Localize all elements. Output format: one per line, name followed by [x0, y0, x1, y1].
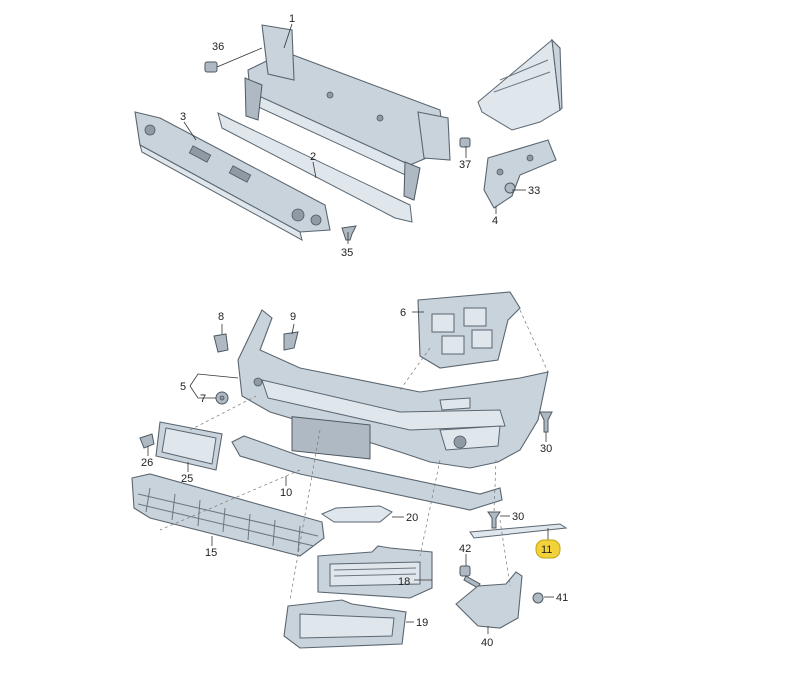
frame-19-part — [283, 599, 407, 649]
leader-lines — [147, 23, 554, 634]
trim-strip-11-part — [469, 523, 568, 539]
bolt-37-part — [459, 137, 471, 148]
molding-20-part — [320, 505, 393, 523]
license-plate-holder-part — [155, 421, 223, 471]
highlighted-callout-11: 11 — [535, 539, 561, 559]
reinforcement-beam-part — [244, 24, 451, 201]
clip-26-part — [139, 433, 155, 449]
callout-2: 2 — [310, 151, 316, 163]
fog-frame-18-part — [317, 545, 433, 599]
nut-41-part — [532, 592, 544, 604]
part-7 — [215, 391, 229, 405]
assembly-guide-lines — [159, 309, 549, 601]
callout-3: 3 — [180, 111, 186, 123]
lower-grille-part — [131, 473, 325, 557]
callout-30-upper: 30 — [540, 443, 552, 455]
callout-11: 11 — [541, 544, 552, 556]
callout-1: 1 — [289, 13, 295, 25]
bolt-30-lower-part — [487, 511, 501, 529]
part-9 — [283, 331, 299, 351]
strip-2-part — [217, 112, 413, 223]
bolt-36-part — [204, 47, 263, 73]
part-8 — [213, 333, 229, 353]
callout-labels: 1 36 3 2 35 37 33 4 6 8 9 5 7 30 26 25 1… — [141, 13, 568, 649]
bolt-30-upper-part — [539, 411, 553, 433]
callout-37: 37 — [459, 159, 471, 171]
callout-26: 26 — [141, 457, 153, 469]
callout-41: 41 — [556, 592, 568, 604]
nut-33-part — [504, 182, 516, 194]
fender-part — [477, 38, 563, 131]
callout-6: 6 — [400, 307, 406, 319]
clip-35-part — [341, 225, 357, 241]
callout-36: 36 — [212, 41, 224, 53]
callout-20: 20 — [406, 512, 418, 524]
callout-4: 4 — [492, 215, 498, 227]
callout-19: 19 — [416, 617, 428, 629]
callout-15: 15 — [205, 547, 217, 559]
callout-7: 7 — [200, 393, 206, 405]
callout-5: 5 — [180, 381, 186, 393]
bracket-4-part — [483, 139, 557, 209]
callout-8: 8 — [218, 311, 224, 323]
callout-30-lower: 30 — [512, 511, 524, 523]
callout-33: 33 — [528, 185, 540, 197]
callout-18: 18 — [398, 576, 410, 588]
bracket-6-part — [417, 291, 521, 369]
bolt-42-part — [459, 565, 481, 589]
energy-absorber-part — [134, 111, 331, 241]
callout-25: 25 — [181, 473, 193, 485]
callout-9: 9 — [290, 311, 296, 323]
callout-40: 40 — [481, 637, 493, 649]
callout-42: 42 — [459, 543, 471, 555]
callout-35: 35 — [341, 247, 353, 259]
bumper-cover-part — [237, 309, 549, 469]
spoiler-10-part — [231, 435, 503, 511]
bracket-40-part — [455, 571, 523, 629]
callout-10: 10 — [280, 487, 292, 499]
